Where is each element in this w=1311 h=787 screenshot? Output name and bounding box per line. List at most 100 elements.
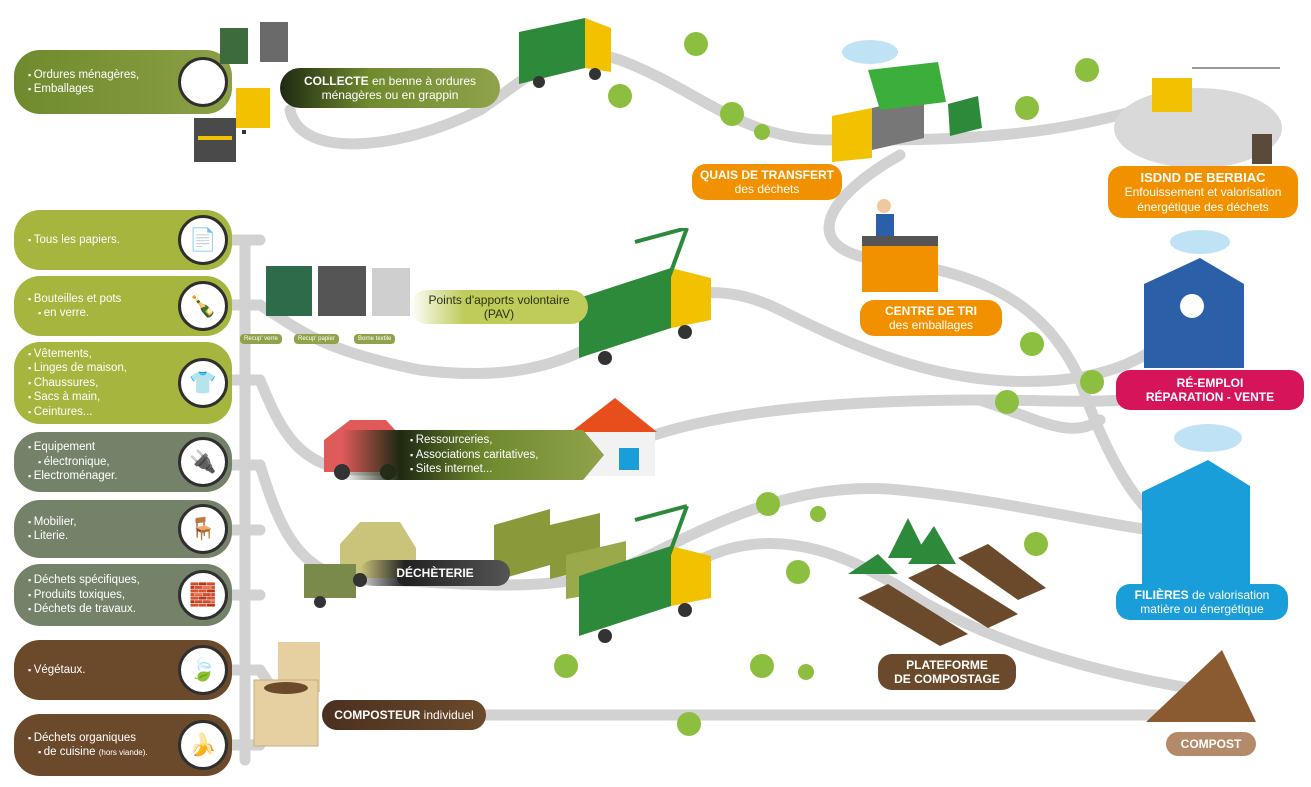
bottle-icon: 🍾 (178, 281, 228, 331)
tree (677, 712, 701, 736)
skip-truck-2-illustration (579, 504, 711, 643)
category-dechets-organiques: Déchets organiques de cuisine (hors vian… (14, 714, 232, 776)
plateforme-line2: DE COMPOSTAGE (894, 672, 1000, 686)
category-ordures-menageres: Ordures ménagères,Emballages 🛍 (14, 50, 232, 114)
tree (995, 390, 1019, 414)
category-item: électronique, (28, 455, 117, 469)
category-item: Linges de maison, (28, 361, 127, 375)
category-item-suffix: (hors viande). (98, 748, 148, 757)
centre-tri-line2: des emballages (888, 318, 974, 332)
collecte-line2: ménagères ou en grappin (321, 88, 459, 102)
transfer-truck-illustration (832, 62, 982, 162)
filieres-building-illustration (1142, 424, 1250, 584)
composteur-text: COMPOSTEUR individuel (334, 707, 474, 722)
food-scraps-icon: 🍌 (178, 720, 228, 770)
category-item: Déchets spécifiques, (28, 573, 140, 587)
category-item: Chaussures, (28, 376, 127, 390)
category-item: Ordures ménagères, (28, 68, 139, 82)
compost-pile-illustration (1146, 650, 1256, 722)
tree (720, 102, 744, 126)
pav-label: Points d'apports volontaire (PAV) (410, 290, 588, 324)
ressourceries-label: Ressourceries, Associations caritatives,… (342, 430, 604, 480)
category-item: Emballages (28, 82, 139, 96)
quais-transfert-label: QUAIS DE TRANSFERT des déchets (692, 164, 842, 200)
category-item: Déchets organiques (28, 731, 148, 745)
pav-line1: Points d'apports volontaire (428, 292, 570, 307)
plateforme-compostage-label: PLATEFORME DE COMPOSTAGE (878, 654, 1016, 690)
compost-label: COMPOST (1166, 732, 1256, 756)
category-dechets-specifiques: Déchets spécifiques, Produits toxiques, … (14, 564, 232, 626)
category-item: Electroménager. (28, 469, 118, 483)
bins-illustration (194, 22, 288, 162)
tree (754, 124, 770, 140)
brick-icon: 🧱 (178, 570, 228, 620)
centre-tri-line1: CENTRE DE TRI (884, 303, 977, 318)
chair-icon: 🪑 (178, 504, 228, 554)
category-textile: Vêtements, Linges de maison, Chaussures,… (14, 342, 232, 424)
tree (1015, 96, 1039, 120)
isdnd-line1: ISDND DE BERBIAC (1140, 169, 1266, 185)
category-item: Déchets de travaux. (28, 602, 140, 616)
tree (750, 654, 774, 678)
category-papiers: Tous les papiers. 📄 (14, 210, 232, 270)
centre-tri-label: CENTRE DE TRI des emballages (860, 300, 1002, 336)
garbage-truck-illustration (519, 18, 611, 88)
landfill-illustration (1114, 67, 1282, 168)
plateforme-line1: PLATEFORME (906, 657, 988, 672)
category-item: en verre. (28, 306, 121, 320)
reemploi-building-illustration (1144, 230, 1244, 368)
ressourceries-item: Ressourceries, (410, 433, 538, 447)
isdnd-line3: énergétique des déchets (1137, 199, 1269, 214)
quais-line1: QUAIS DE TRANSFERT (699, 167, 834, 182)
tree (554, 654, 578, 678)
category-item: Literie. (28, 529, 77, 543)
ressourceries-item: Sites internet... (410, 462, 538, 476)
reemploi-label: RÉ-EMPLOI RÉPARATION - VENTE (1116, 370, 1304, 410)
leaf-icon: 🍃 (178, 645, 228, 695)
category-verre: Bouteilles et potsen verre. 🍾 (14, 276, 232, 336)
category-mobilier: Mobilier,Literie. 🪑 (14, 500, 232, 558)
tree (1080, 370, 1104, 394)
isdnd-line2: Enfouissement et valorisation (1124, 185, 1282, 200)
sorting-center-illustration (862, 199, 938, 292)
reemploi-line2: RÉPARATION - VENTE (1145, 390, 1275, 404)
category-item: Mobilier, (28, 515, 77, 529)
category-item: Tous les papiers. (28, 233, 120, 247)
reemploi-line1: RÉ-EMPLOI (1176, 375, 1244, 390)
category-deee: Equipement électronique, Electroménager.… (14, 432, 232, 492)
compost-text: COMPOST (1180, 736, 1242, 751)
category-item: Vêtements, (28, 347, 127, 361)
collecte-label: COLLECTE en benne à ordures ménagères ou… (280, 68, 500, 108)
filieres-label: FILIÈRES de valorisation matière ou éner… (1116, 584, 1288, 620)
pav-tag-textile: Borne textile (354, 334, 396, 344)
composteur-label: COMPOSTEUR individuel (322, 700, 486, 730)
composter-illustration (253, 642, 320, 747)
tree (684, 32, 708, 56)
pav-containers-illustration (266, 266, 410, 316)
tree (786, 560, 810, 584)
tree (608, 84, 632, 108)
category-item: Produits toxiques, (28, 588, 140, 602)
pav-tag-papier: Recup' papier (294, 334, 339, 344)
collecte-line1: COLLECTE en benne à ordures (303, 73, 477, 88)
tree (1020, 332, 1044, 356)
clothes-icon: 👕 (178, 358, 228, 408)
appliance-icon: 🔌 (178, 437, 228, 487)
cloud-illustration (842, 40, 898, 64)
category-item: de cuisine (hors viande). (28, 745, 148, 759)
tree (1024, 532, 1048, 556)
quais-line2: des déchets (734, 182, 800, 196)
tree (1075, 58, 1099, 82)
tree (756, 492, 780, 516)
decheterie-label: DÉCHÈTERIE (360, 560, 510, 586)
category-vegetaux: Végétaux. 🍃 (14, 640, 232, 700)
pav-tag-verre: Recup' verre (240, 334, 282, 344)
category-item: Végétaux. (28, 663, 86, 677)
filieres-line2: matière ou énergétique (1140, 602, 1264, 616)
ressourceries-item: Associations caritatives, (410, 448, 539, 462)
paper-icon: 📄 (178, 215, 228, 265)
isdnd-label: ISDND DE BERBIAC Enfouissement et valori… (1108, 166, 1298, 218)
category-item: Bouteilles et pots (28, 292, 122, 306)
compost-windrows-illustration (848, 518, 1046, 646)
